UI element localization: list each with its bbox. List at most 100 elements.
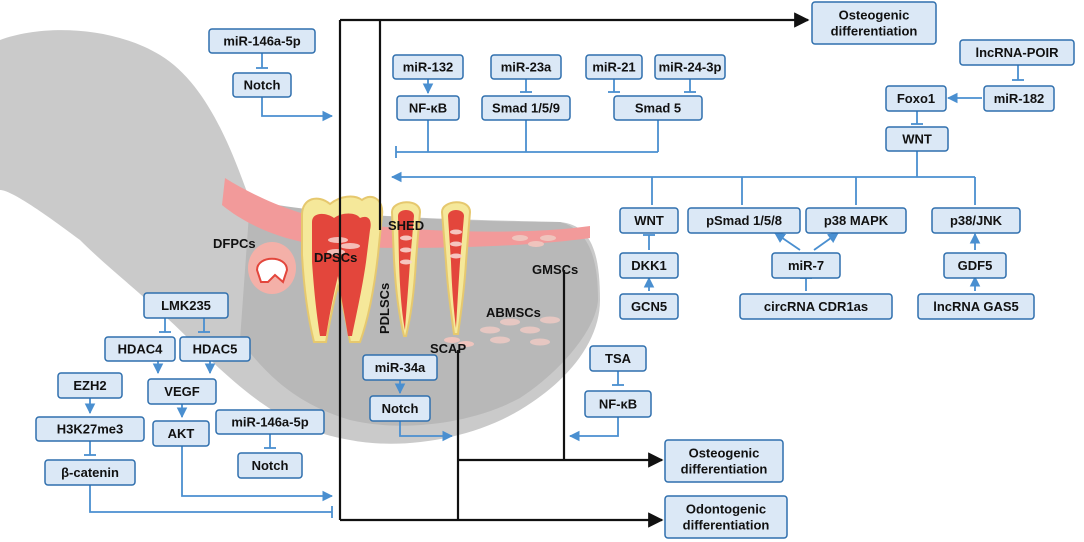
node-label: p38/JNK (950, 213, 1003, 228)
node-lmk235: LMK235 (143, 292, 229, 319)
node-vegf: VEGF (147, 378, 217, 405)
node-label: Notch (252, 458, 289, 473)
node-box (654, 54, 726, 80)
node-label: miR-146a-5p (223, 34, 300, 49)
node-box (396, 95, 460, 121)
node-gcn5: GCN5 (619, 293, 679, 320)
node-p38jnk: p38/JNK (931, 207, 1021, 234)
label-dpscs: DPSCs (314, 250, 357, 265)
node-box (664, 439, 784, 483)
dfpcs-tooth (248, 242, 296, 294)
node-notch-mid: Notch (369, 395, 431, 422)
node-label: miR-21 (592, 60, 635, 75)
label-shed: SHED (388, 218, 424, 233)
node-label: AKT (168, 426, 195, 441)
node-box (147, 378, 217, 405)
node-mir132: miR-132 (392, 54, 464, 80)
node-mir146a-top: miR-146a-5p (208, 28, 316, 54)
node-psmad158: pSmad 1/5/8 (687, 207, 801, 234)
node-label: GDF5 (958, 258, 993, 273)
node-mir243p: miR-24-3p (654, 54, 726, 80)
node-label: miR-23a (501, 60, 552, 75)
node-lncrna-gas5: lncRNA GAS5 (917, 293, 1035, 320)
node-label: β-catenin (61, 465, 119, 480)
node-hdac4: HDAC4 (104, 336, 176, 362)
node-label: pSmad 1/5/8 (706, 213, 782, 228)
node-box (619, 293, 679, 320)
node-box (885, 85, 947, 112)
dpscs-molar (301, 195, 384, 343)
node-label: TSA (605, 351, 632, 366)
node-box (983, 85, 1055, 112)
node-label: WNT (634, 213, 664, 228)
node-label: circRNA CDR1as (764, 299, 868, 314)
node-label: Smad 1/5/9 (492, 101, 560, 116)
node-gdf5: GDF5 (943, 252, 1007, 279)
node-box (152, 420, 210, 447)
node-p38mapk: p38 MAPK (805, 207, 907, 234)
node-label: lncRNA-POIR (975, 45, 1059, 60)
jaw-illustration (0, 30, 600, 444)
node-mir7: miR-7 (771, 252, 841, 279)
node-box (687, 207, 801, 234)
node-box (584, 390, 652, 418)
node-box (931, 207, 1021, 234)
node-label: miR-34a (375, 360, 426, 375)
node-label: Smad 5 (635, 101, 681, 116)
node-label: LMK235 (161, 298, 211, 313)
node-box (208, 28, 316, 54)
node-mir146a-bot: miR-146a-5p (215, 409, 325, 435)
node-label: Foxo1 (897, 91, 935, 106)
node-box (362, 354, 438, 381)
node-label: miR-7 (788, 258, 824, 273)
node-box (481, 95, 571, 121)
node-label: DKK1 (631, 258, 666, 273)
main-pathway-lines (338, 12, 810, 528)
scap-cells (444, 337, 474, 347)
node-box (589, 345, 647, 372)
node-label: NF-κB (409, 101, 447, 116)
node-nfkb-bot: NF-κB (584, 390, 652, 418)
node-mir23a: miR-23a (490, 54, 562, 80)
node-box (490, 54, 562, 80)
node-bcatenin: β-catenin (44, 459, 136, 486)
node-ezh2: EZH2 (57, 372, 123, 399)
node-mir34a: miR-34a (362, 354, 438, 381)
node-label: miR-182 (994, 91, 1045, 106)
node-label: H3K27me3 (57, 422, 124, 437)
node-box (57, 372, 123, 399)
node-label: p38 MAPK (824, 213, 889, 228)
node-box (585, 54, 643, 80)
node-label: VEGF (164, 384, 199, 399)
regulation-connectors (84, 53, 1024, 518)
node-smad159: Smad 1/5/9 (481, 95, 571, 121)
node-box (943, 252, 1007, 279)
node-notch-bot: Notch (237, 452, 303, 479)
node-dkk1: DKK1 (619, 252, 679, 279)
node-label: HDAC5 (193, 342, 238, 357)
gmscs-cells (512, 235, 556, 247)
node-h3k27me3: H3K27me3 (35, 416, 145, 442)
node-box (104, 336, 176, 362)
node-hdac5: HDAC5 (179, 336, 251, 362)
node-label: EZH2 (73, 378, 106, 393)
node-box (35, 416, 145, 442)
node-box (237, 452, 303, 479)
node-label: miR-24-3p (659, 60, 722, 75)
node-nfkb-top: NF-κB (396, 95, 460, 121)
shed-tooth (390, 201, 422, 337)
cell-labels: DFPCs DPSCs SHED PDLSCs GMSCs ABMSCs SCA… (213, 218, 578, 356)
node-circrna: circRNA CDR1as (739, 293, 893, 320)
node-box (664, 495, 788, 539)
node-label: miR-132 (403, 60, 454, 75)
node-box (811, 1, 937, 45)
node-label: GCN5 (631, 299, 667, 314)
label-pdlscs: PDLSCs (377, 283, 392, 334)
label-dfpcs: DFPCs (213, 236, 256, 251)
node-label: HDAC4 (118, 342, 164, 357)
node-tsa: TSA (589, 345, 647, 372)
node-mir182: miR-182 (983, 85, 1055, 112)
